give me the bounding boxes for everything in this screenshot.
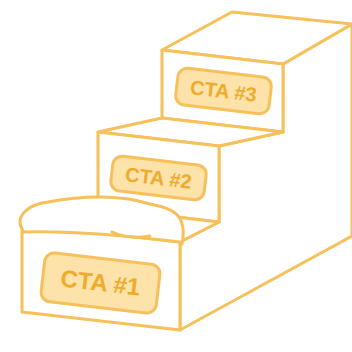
cushion-seam bbox=[112, 232, 150, 237]
cushion bbox=[20, 197, 183, 244]
cta-text: CTA #1 bbox=[59, 266, 141, 299]
cta-text: CTA #3 bbox=[189, 77, 258, 105]
cta-text: CTA #2 bbox=[124, 164, 193, 192]
